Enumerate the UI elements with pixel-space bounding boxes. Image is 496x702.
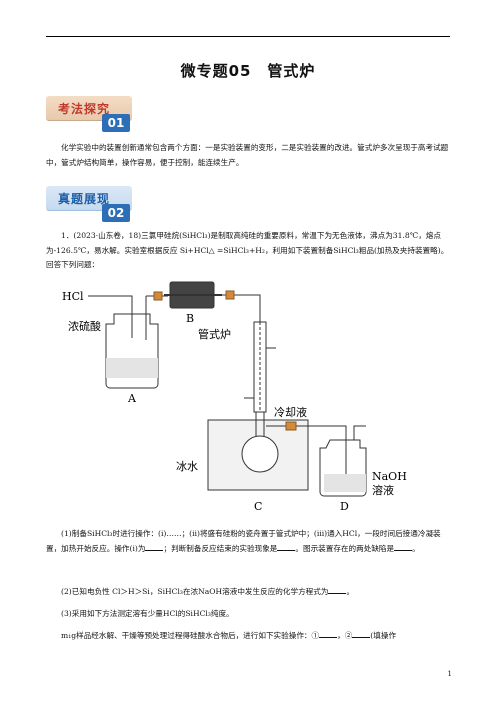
section-badge-exam: 考法探究 01 xyxy=(46,96,132,134)
label-naoh: NaOH xyxy=(372,470,407,483)
answer-blank[interactable] xyxy=(328,585,347,594)
page-title: 微专题05 管式炉 xyxy=(180,62,316,80)
label-hcl: HCl xyxy=(62,290,84,303)
answer-blank[interactable] xyxy=(277,542,296,551)
section-number: 02 xyxy=(102,204,130,222)
label-coolant: 冷却液 xyxy=(274,405,307,419)
intro-paragraph: 化学实验中的装置创新通常包含两个方面：一是实验装置的变形，二是实验装置的改进。管… xyxy=(46,143,449,167)
label-icewater: 冰水 xyxy=(176,460,198,473)
label-d: D xyxy=(340,500,349,513)
label-b: B xyxy=(186,312,194,325)
bottle-d xyxy=(319,439,367,497)
answer-blank[interactable] xyxy=(319,629,338,638)
section-tag-label: 考法探究 xyxy=(58,102,111,116)
label-a: A xyxy=(127,392,137,405)
question-4: m₁g样品经水解、干燥等预处理过程得硅酸水合物后，进行如下实验操作：①，②(填操… xyxy=(61,629,397,640)
flask-c xyxy=(241,435,279,473)
page-number: 1 xyxy=(447,670,452,678)
label-h2so4: 浓硫酸 xyxy=(68,319,101,333)
bottle-a xyxy=(105,313,159,389)
hcl-inlet-tube xyxy=(88,295,133,338)
section-badge-real: 真题展现 02 xyxy=(46,186,132,224)
question-3: (3)采用如下方法测定溶有少量HCl的SiHCl₃纯度。 xyxy=(61,609,234,618)
problem-statement: 1．(2023·山东卷，18)三氯甲硅烷(SiHCl₃)是制取高纯硅的重要原料，… xyxy=(46,231,449,269)
section-tag-label: 真题展现 xyxy=(58,192,111,206)
question-2: (2)已知电负性 Cl＞H＞Si，SiHCl₃在浓NaOH溶液中发生反应的化学方… xyxy=(61,585,355,596)
answer-blank[interactable] xyxy=(145,542,164,551)
header-rule xyxy=(46,36,450,37)
label-c: C xyxy=(254,500,262,513)
apparatus-diagram: HCl 浓硫酸 A B 管式炉 冷却液 冰水 NaOH 溶液 C D xyxy=(62,281,407,513)
section-number: 01 xyxy=(102,114,130,132)
label-solution: 溶液 xyxy=(372,483,394,497)
answer-blank[interactable] xyxy=(352,629,371,638)
label-furnace: 管式炉 xyxy=(198,327,231,341)
question-1: (1)制备SiHCl₃时进行操作：(ⅰ)……；(ⅱ)将盛有硅粉的瓷舟置于管式炉中… xyxy=(46,529,441,553)
answer-blank[interactable] xyxy=(394,542,413,551)
